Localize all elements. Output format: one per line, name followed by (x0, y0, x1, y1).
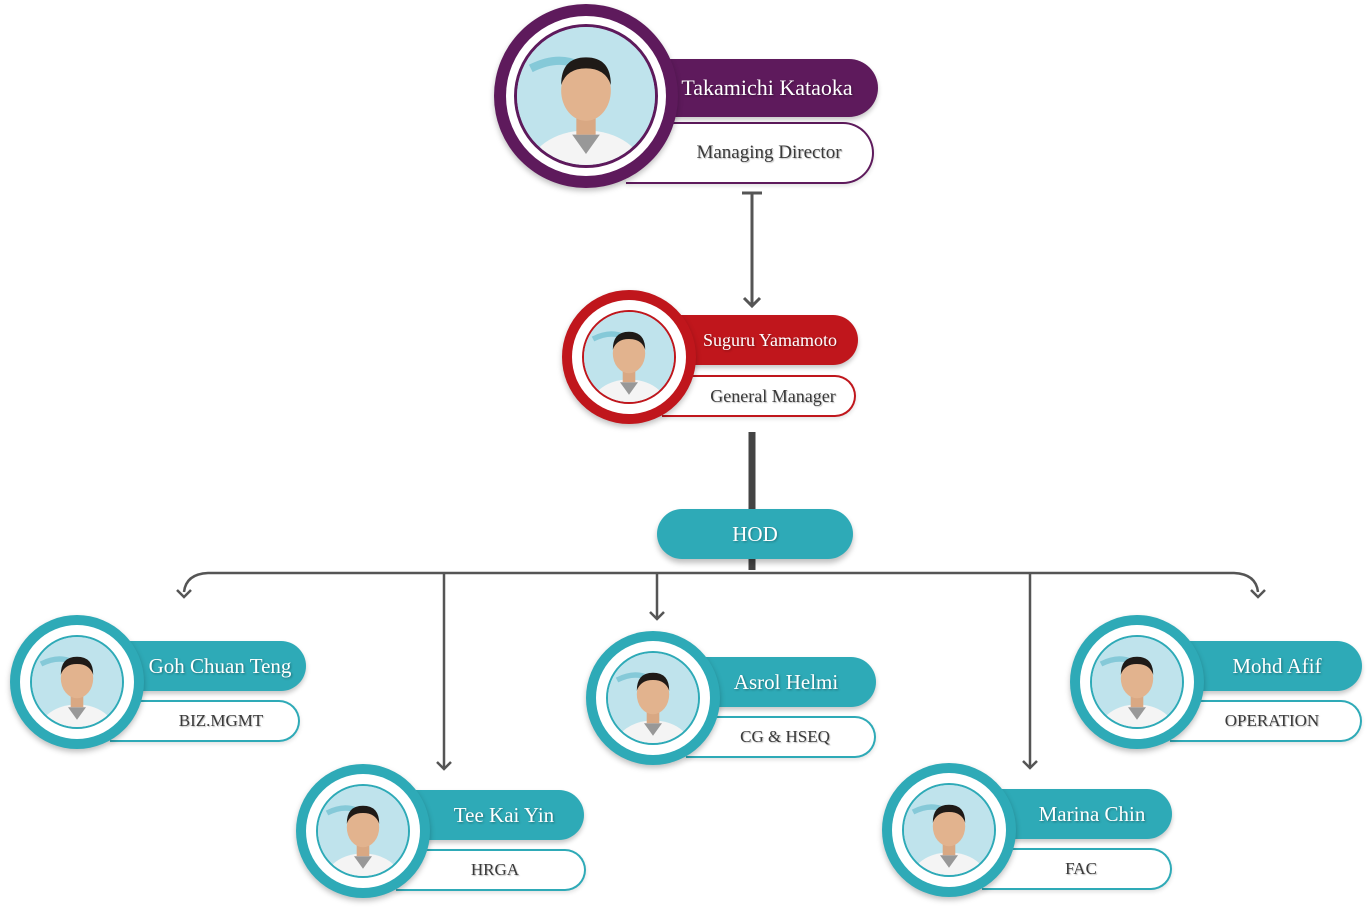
connector-hod-bar (182, 571, 1260, 593)
team-name: Goh Chuan Teng (148, 653, 292, 678)
connector-arrow-tee (436, 761, 452, 771)
team-name: Tee Kai Yin (453, 802, 555, 827)
person-photo-icon (32, 637, 122, 727)
manager-title-pill: General Manager (662, 375, 856, 417)
person-photo-icon (517, 27, 655, 165)
team-title: BIZ.MGMT (178, 711, 264, 730)
manager-name-pill: Suguru Yamamoto (662, 315, 858, 365)
team-title-pill: OPERATION (1170, 700, 1362, 742)
team-title-pill: CG & HSEQ (686, 716, 876, 758)
director-avatar (514, 24, 658, 168)
connector-director-manager-arrow (742, 296, 762, 309)
manager-title: General Manager (710, 385, 836, 406)
connector-arrow-goh (176, 589, 192, 599)
team-title: OPERATION (1224, 711, 1320, 730)
team-name: Asrol Helmi (733, 669, 839, 694)
director-name: Takamichi Kataoka (681, 75, 853, 100)
team-avatar (902, 783, 996, 877)
person-photo-icon (318, 786, 408, 876)
director-title: Managing Director (696, 142, 842, 163)
team-name-pill: Goh Chuan Teng (110, 641, 306, 691)
team-name-pill: Mohd Afif (1170, 641, 1362, 691)
manager-avatar (582, 310, 676, 404)
team-avatar-ring (10, 615, 144, 749)
team-avatar-ring (296, 764, 430, 898)
connector-arrow-marina (1022, 760, 1038, 770)
team-avatar-ring (1070, 615, 1204, 749)
team-avatar (30, 635, 124, 729)
director-avatar-ring (494, 4, 678, 188)
connector-arrow-afif (1250, 589, 1266, 599)
person-photo-icon (608, 653, 698, 743)
person-photo-icon (584, 312, 674, 402)
team-title-pill: HRGA (396, 849, 586, 891)
team-avatar (606, 651, 700, 745)
person-photo-icon (904, 785, 994, 875)
team-title-pill: BIZ.MGMT (110, 700, 300, 742)
team-avatar (316, 784, 410, 878)
team-avatar-ring (586, 631, 720, 765)
team-title: CG & HSEQ (740, 727, 830, 746)
manager-name: Suguru Yamamoto (702, 329, 837, 350)
team-avatar-ring (882, 763, 1016, 897)
team-title: FAC (1065, 859, 1097, 878)
team-name: Mohd Afif (1232, 653, 1322, 678)
team-title-pill: FAC (982, 848, 1172, 890)
hod-label: HOD (732, 521, 778, 546)
hod-label-pill: HOD (657, 509, 853, 559)
person-photo-icon (1092, 637, 1182, 727)
manager-avatar-ring (562, 290, 696, 424)
team-name: Marina Chin (1038, 801, 1146, 826)
connector-arrow-asrol (649, 611, 665, 621)
team-title: HRGA (470, 860, 520, 879)
team-avatar (1090, 635, 1184, 729)
